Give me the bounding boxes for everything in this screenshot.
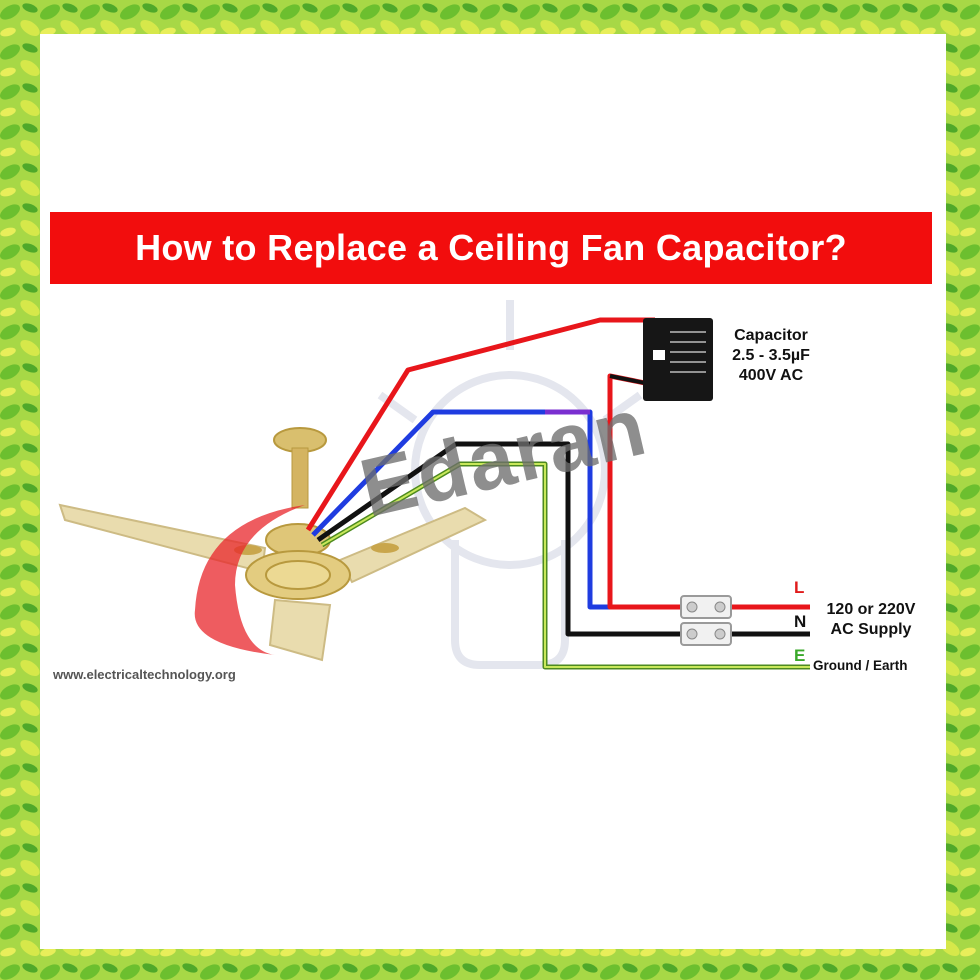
terminal-neutral-label: N (794, 612, 807, 631)
title-banner: How to Replace a Ceiling Fan Capacitor? (50, 212, 932, 284)
website-credit: www.electricaltechnology.org (53, 667, 236, 682)
supply-voltage: 120 or 220V (826, 601, 916, 618)
capacitor-voltage: 400V AC (738, 367, 804, 384)
terminal-live-label: L (794, 578, 805, 597)
capacitor-icon (643, 318, 713, 401)
neutral-black-wire (316, 441, 683, 637)
capacitor-rating: 2.5 - 3.5µF (732, 347, 810, 364)
capacitor-label: Capacitor 2.5 - 3.5µF 400V AC (724, 326, 818, 386)
ceiling-fan-icon (58, 427, 488, 662)
supply-type: AC Supply (830, 621, 912, 638)
wires (305, 317, 810, 670)
capacitor-red-wire (305, 317, 655, 532)
ground-label: Ground / Earth (813, 658, 908, 673)
diagram-title: How to Replace a Ceiling Fan Capacitor? (135, 227, 847, 268)
terminal-earth-label: E (794, 646, 806, 665)
capacitor-name: Capacitor (734, 327, 808, 344)
terminal-block-icon (680, 595, 732, 646)
supply-label: 120 or 220V AC Supply (816, 600, 926, 640)
